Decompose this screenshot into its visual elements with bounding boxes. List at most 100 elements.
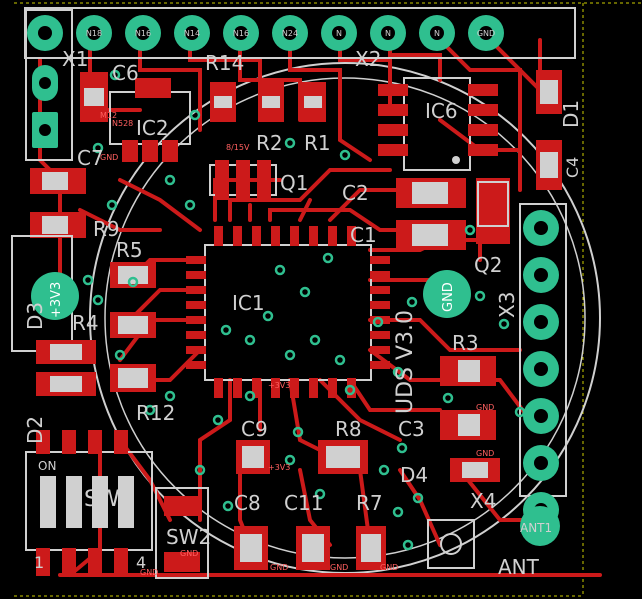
sw1-pad-bottom (88, 548, 102, 576)
label-r7: R7 (356, 491, 383, 515)
header-hole (87, 26, 101, 40)
via (442, 392, 454, 404)
via (412, 492, 424, 504)
x1-hole-2 (39, 77, 51, 89)
label-version: UDS V3.0 (393, 310, 418, 414)
r9-center (42, 216, 68, 234)
x1-outline (25, 9, 73, 161)
ic1-pin (233, 378, 242, 398)
net-gnd-7: GND (476, 449, 494, 458)
via (106, 199, 118, 211)
via (292, 426, 304, 438)
ic1-pin (370, 256, 390, 264)
label-sw1: SW1 (84, 487, 134, 512)
header-pin-label: N18 (86, 29, 102, 38)
ic1-pin (271, 226, 280, 246)
r3-center (458, 360, 480, 382)
ic1-pin (186, 286, 206, 294)
header-hole (381, 26, 395, 40)
via (396, 442, 408, 454)
pad-gnd (423, 270, 471, 318)
ic2-pin-3 (162, 140, 178, 162)
d4-center (462, 462, 488, 478)
header-pin-label: GND (477, 29, 495, 38)
label-r3: R3 (452, 331, 479, 355)
header-pin-label: N16 (135, 29, 151, 38)
header-pin: GND (468, 15, 504, 51)
r1-center (304, 96, 322, 108)
c8-center (240, 534, 262, 562)
via (284, 454, 296, 466)
r8-center (326, 446, 360, 468)
x3-hole (534, 409, 548, 423)
x3-hole (534, 221, 548, 235)
ic1-pin (186, 346, 206, 354)
c6-center (84, 88, 104, 106)
x4-hole (440, 533, 462, 555)
via (114, 349, 126, 361)
ic1-pin (370, 346, 390, 354)
via (334, 354, 346, 366)
label-pad-3v3: +3V3 (49, 282, 64, 318)
via (314, 488, 326, 500)
ic1-pin (290, 378, 299, 398)
ic6-pin-8 (468, 144, 498, 156)
q1-pin-2 (236, 160, 250, 200)
pad-3v3 (31, 272, 79, 320)
ic2-pin-1 (122, 140, 138, 162)
x4-outline (427, 519, 475, 569)
net-m1: M12 (100, 111, 117, 120)
header-pin-label: N (434, 29, 440, 38)
c7-center (42, 172, 68, 190)
label-d2: D2 (23, 416, 47, 444)
sw2-outline (155, 487, 209, 579)
x3-hole (534, 456, 548, 470)
header-pin-label: N14 (184, 29, 200, 38)
header-pin-label: N24 (282, 29, 298, 38)
d3-pad-b-center (50, 376, 82, 392)
header-hole (185, 26, 199, 40)
x3-hole (534, 362, 548, 376)
ic1-pin (186, 316, 206, 324)
header-hole (332, 26, 346, 40)
ic1-pin (186, 361, 206, 369)
sw1-switch (40, 476, 56, 528)
via (372, 316, 384, 328)
via (344, 384, 356, 396)
via (406, 296, 418, 308)
label-pad-gnd: GND (441, 282, 456, 312)
via (464, 224, 476, 236)
via (212, 414, 224, 426)
ic1-pin (328, 226, 337, 246)
via (92, 294, 104, 306)
net-gnd-4: GND (270, 563, 288, 572)
via (392, 366, 404, 378)
ic2-tab (135, 78, 171, 98)
ic1-pin (328, 378, 337, 398)
ic2-pin-2 (142, 140, 158, 162)
via (164, 390, 176, 402)
label-r4: R4 (72, 311, 99, 335)
via (244, 390, 256, 402)
ic6-pin1-marker (452, 156, 460, 164)
ic1-pin (290, 226, 299, 246)
via (262, 310, 274, 322)
sw1-pad-top (36, 430, 50, 454)
c3-center (458, 414, 480, 436)
r2-center (262, 96, 280, 108)
net-gnd-8: GND (476, 403, 494, 412)
net-3v3-1: +3V3 (268, 381, 290, 390)
ic1-pin (347, 378, 356, 398)
ic1-pin (370, 361, 390, 369)
sw1-pad-top (114, 430, 128, 454)
ic6-pin-6 (468, 104, 498, 116)
via (378, 464, 390, 476)
ic1-pin (370, 316, 390, 324)
enclosure-circle-inner (104, 77, 586, 559)
header-pin (27, 15, 63, 51)
label-r14: R14 (205, 51, 244, 75)
label-q2: Q2 (474, 253, 502, 277)
header-hole (136, 26, 150, 40)
label-c8: C8 (234, 491, 261, 515)
